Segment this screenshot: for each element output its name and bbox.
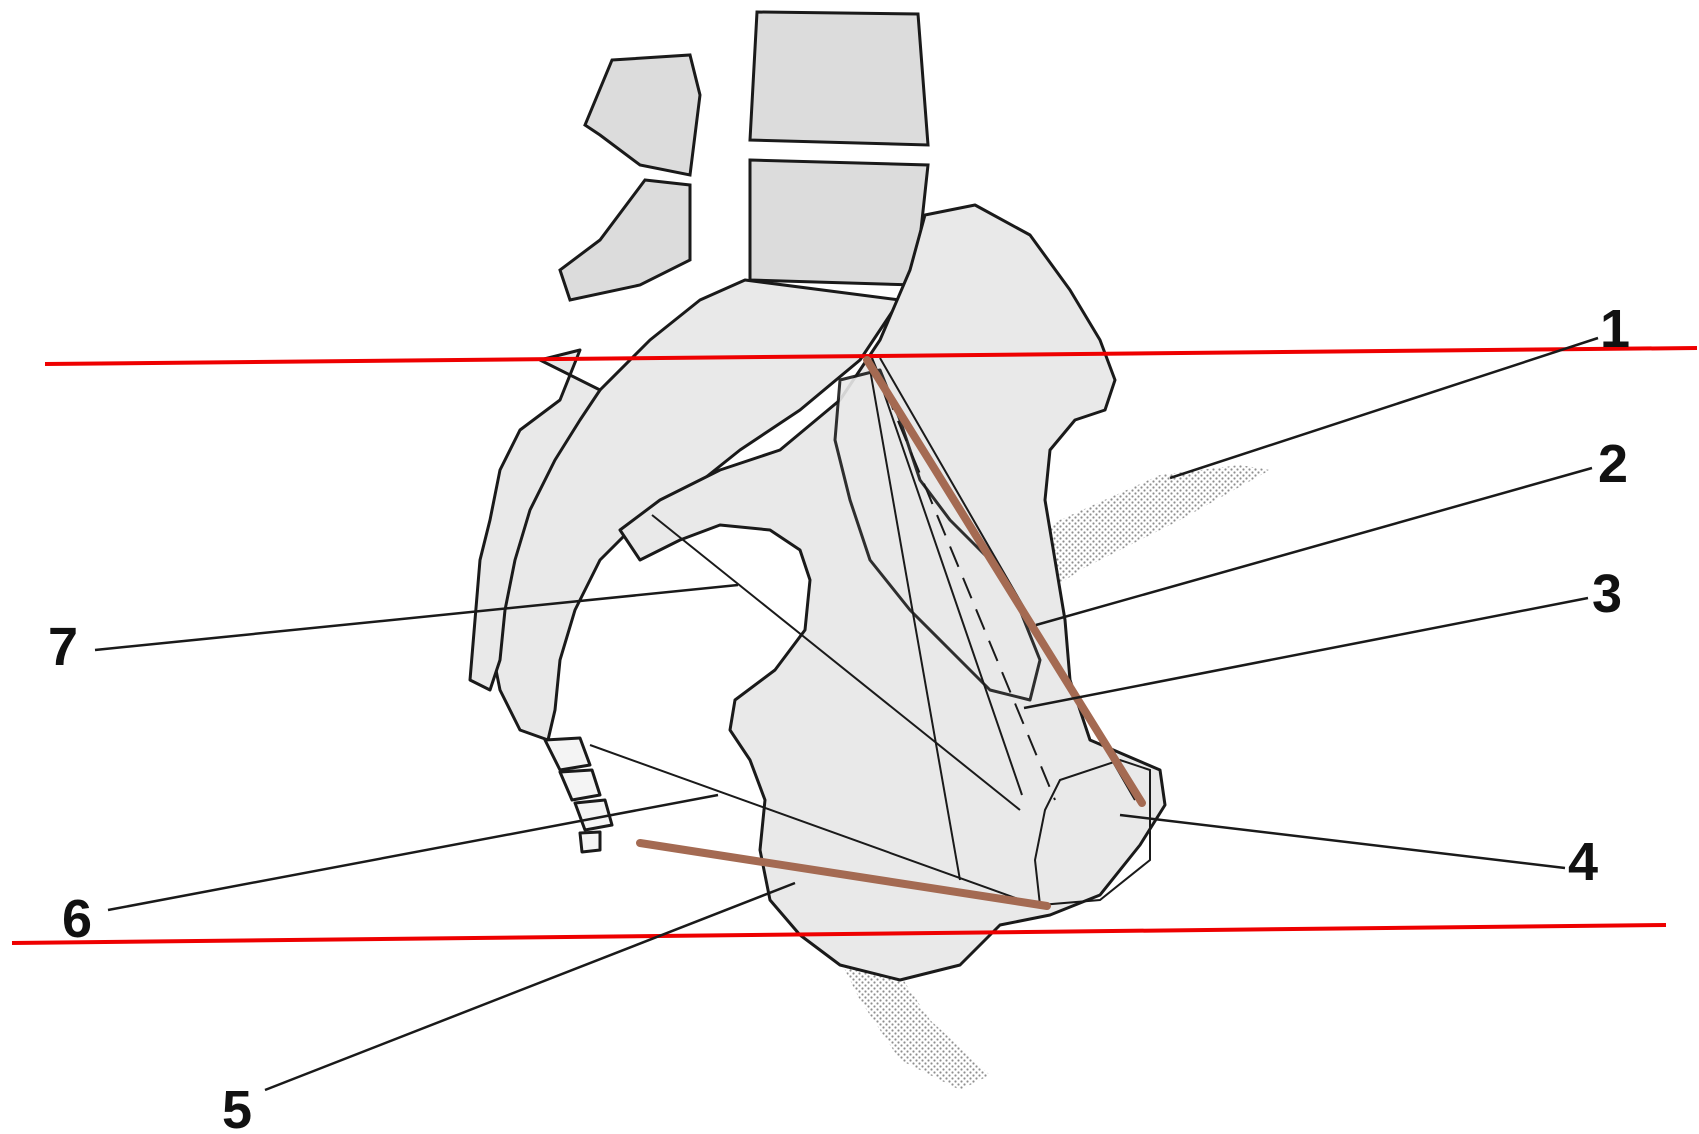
lumbar-vertebrae [560, 12, 928, 300]
callout-label-2: 2 [1598, 434, 1628, 494]
callout-label-3: 3 [1592, 564, 1622, 624]
leader-1 [1170, 338, 1598, 478]
leader-7 [95, 585, 738, 650]
coccyx [545, 738, 612, 852]
callout-label-1: 1 [1600, 299, 1630, 359]
leader-3 [1024, 598, 1588, 708]
callout-label-4: 4 [1568, 832, 1598, 892]
callout-label-6: 6 [62, 889, 92, 949]
leader-4 [1120, 815, 1565, 868]
leader-6 [108, 795, 718, 910]
leader-5 [265, 883, 795, 1090]
callout-label-5: 5 [222, 1080, 252, 1134]
callout-label-7: 7 [48, 617, 78, 677]
